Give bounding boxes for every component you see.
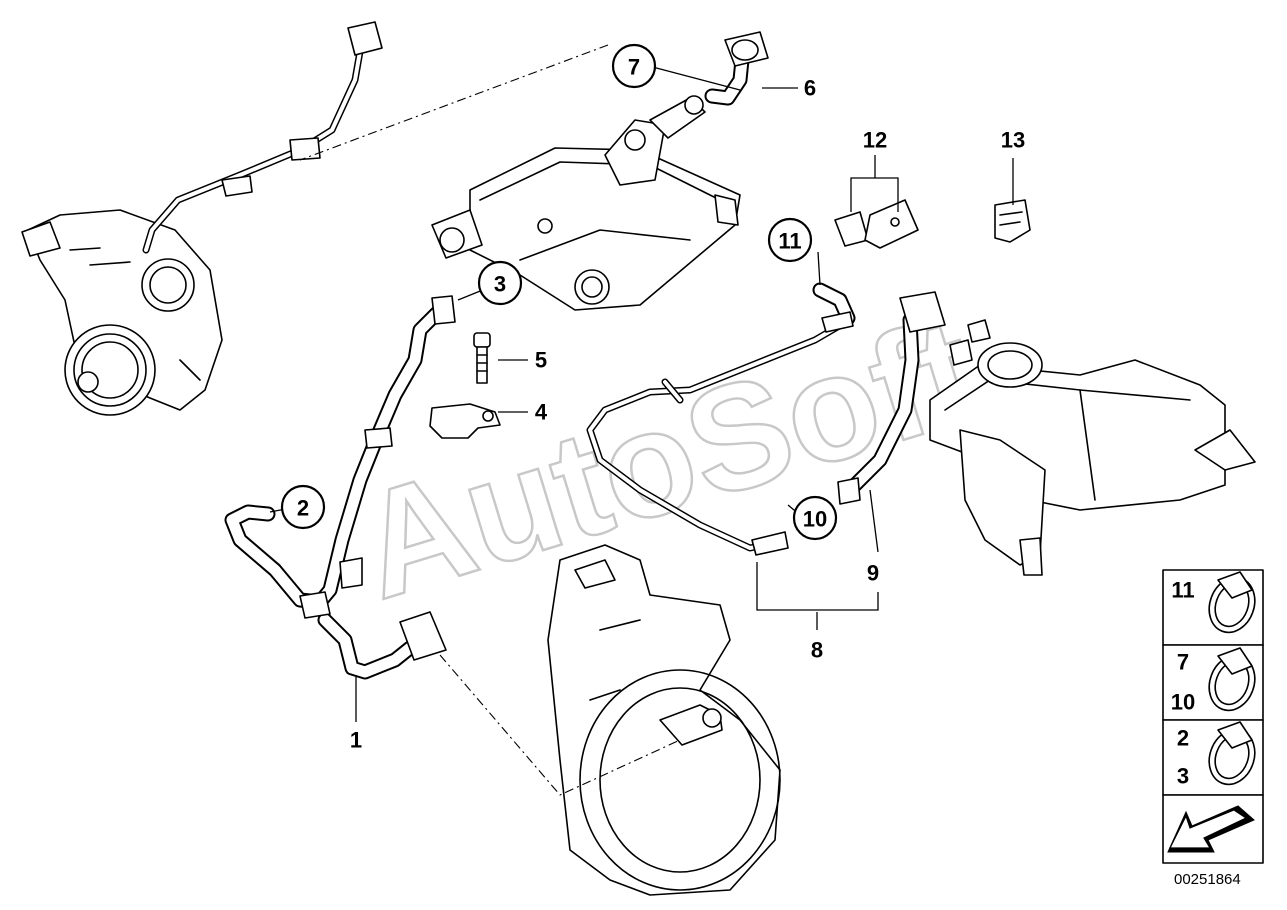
hose-1 [224, 295, 456, 680]
clip-13 [994, 199, 1031, 243]
watermark: AutoSoft [339, 284, 996, 632]
arrow-down-left-icon [1167, 805, 1255, 853]
svg-text:2: 2 [297, 496, 309, 521]
timing-cover [547, 544, 781, 896]
callout-5[interactable]: 5 [535, 348, 547, 373]
callout-4[interactable]: 4 [535, 400, 548, 425]
callout-13[interactable]: 13 [1001, 128, 1025, 153]
hose-6 [704, 31, 769, 106]
bracket-12 [834, 199, 919, 249]
expansion-tank [929, 319, 1256, 576]
thermostat-housing [431, 95, 741, 311]
svg-text:8: 8 [811, 638, 823, 663]
svg-text:3: 3 [494, 272, 506, 297]
svg-text:13: 13 [1001, 128, 1025, 153]
document-number: 00251864 [1174, 871, 1241, 888]
callout-1[interactable]: 1 [350, 728, 362, 753]
line-8 [586, 311, 854, 556]
svg-text:9: 9 [867, 561, 879, 586]
callout-7[interactable]: 7 [611, 43, 657, 89]
svg-text:AutoSoft: AutoSoft [340, 285, 995, 631]
svg-text:7: 7 [1177, 650, 1189, 675]
svg-text:11: 11 [778, 229, 801, 254]
callout-11[interactable]: 11 [767, 217, 813, 263]
hose-11 [812, 282, 856, 326]
clamp-legend: 11 7 10 2 3 [1162, 569, 1264, 864]
callout-6[interactable]: 6 [804, 76, 816, 101]
svg-text:5: 5 [535, 348, 547, 373]
bypass-pipe [142, 21, 383, 254]
legend-row-7-10: 7 10 [1171, 647, 1256, 715]
callout-8[interactable]: 8 [811, 638, 823, 663]
svg-text:12: 12 [863, 128, 887, 153]
svg-text:4: 4 [535, 400, 548, 425]
legend-row-11: 11 [1171, 571, 1256, 634]
svg-text:3: 3 [1177, 764, 1189, 789]
callout-12[interactable]: 12 [863, 128, 887, 153]
svg-text:6: 6 [804, 76, 816, 101]
svg-text:1: 1 [350, 728, 362, 753]
legend-row-2-3: 2 3 [1177, 721, 1256, 789]
hose-9 [837, 291, 946, 505]
svg-text:2: 2 [1177, 726, 1189, 751]
callout-2[interactable]: 2 [280, 484, 326, 530]
callout-10[interactable]: 10 [792, 495, 838, 541]
svg-text:10: 10 [803, 507, 827, 532]
callout-3[interactable]: 3 [477, 260, 523, 306]
bracket-4 [429, 403, 501, 439]
hose-clamp-icon [1208, 647, 1256, 712]
svg-text:11: 11 [1171, 578, 1194, 603]
hose-clamp-icon [1208, 571, 1256, 634]
callout-9[interactable]: 9 [867, 561, 879, 586]
water-pump [21, 209, 223, 416]
hose-clamp-icon [1208, 721, 1256, 786]
svg-text:10: 10 [1171, 690, 1195, 715]
svg-text:7: 7 [628, 55, 640, 80]
bolt-5 [473, 332, 491, 384]
